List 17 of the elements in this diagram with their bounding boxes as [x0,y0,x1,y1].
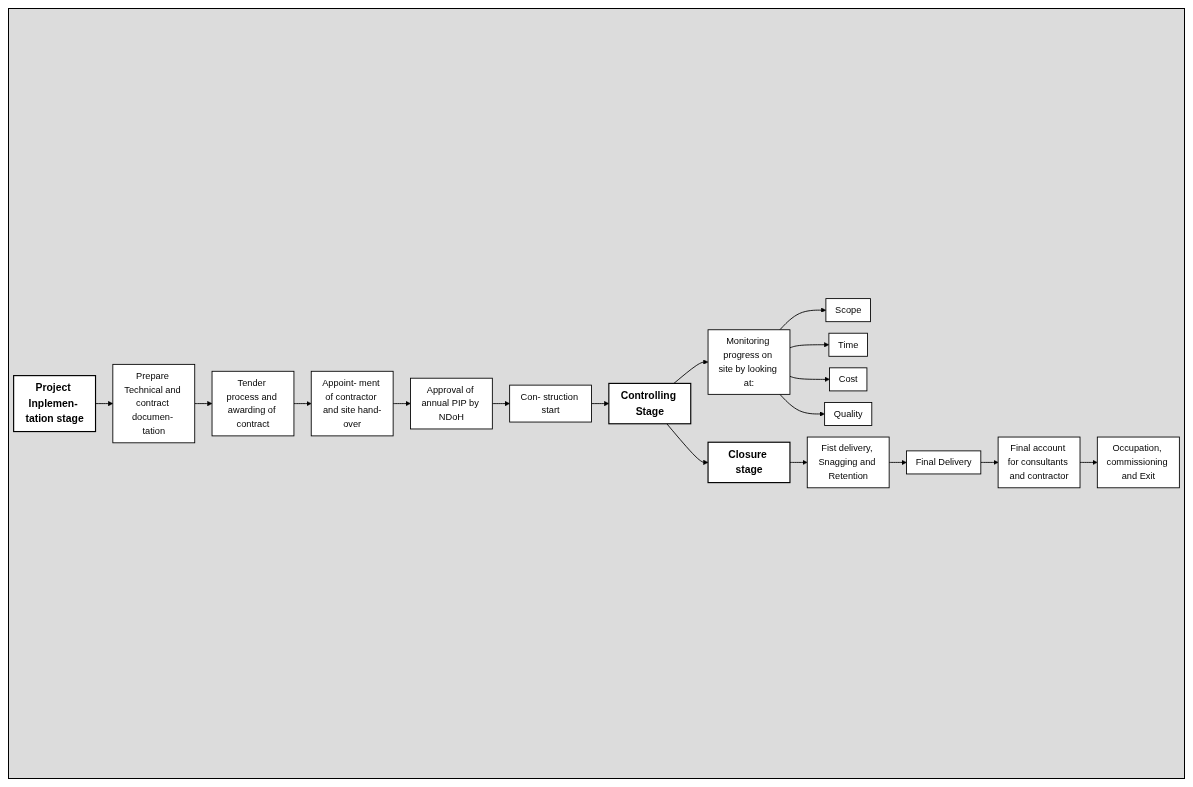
node-box: Monitoring progress on site by looking at: [707,329,791,396]
node-box: Time [828,333,868,358]
node-box: Project Inplemen- tation stage [13,375,97,433]
node-box: Controlling Stage [608,383,692,425]
node-box: Occupation, commissioning and Exit [1096,436,1180,489]
node-box: Prepare Technical and contract documen- tation [112,364,196,444]
node-box: Quality [824,402,873,427]
node-box: Appoint- ment of contractor and site hand-over [310,371,394,437]
node-box: Fist delivery, Snagging and Retention [806,436,890,489]
node-box: Approval of annual PIP by NDoH [410,378,493,430]
node-box: Cost [829,367,868,392]
node-box: Final Delivery [906,450,982,475]
node-box: Closure stage [707,441,791,484]
node-box: Tender process and awarding of contract [211,371,295,437]
node-box: Final account for consultants and contractor [997,436,1081,489]
node-box: Con- struction start [509,385,592,423]
node-box: Scope [825,298,871,323]
